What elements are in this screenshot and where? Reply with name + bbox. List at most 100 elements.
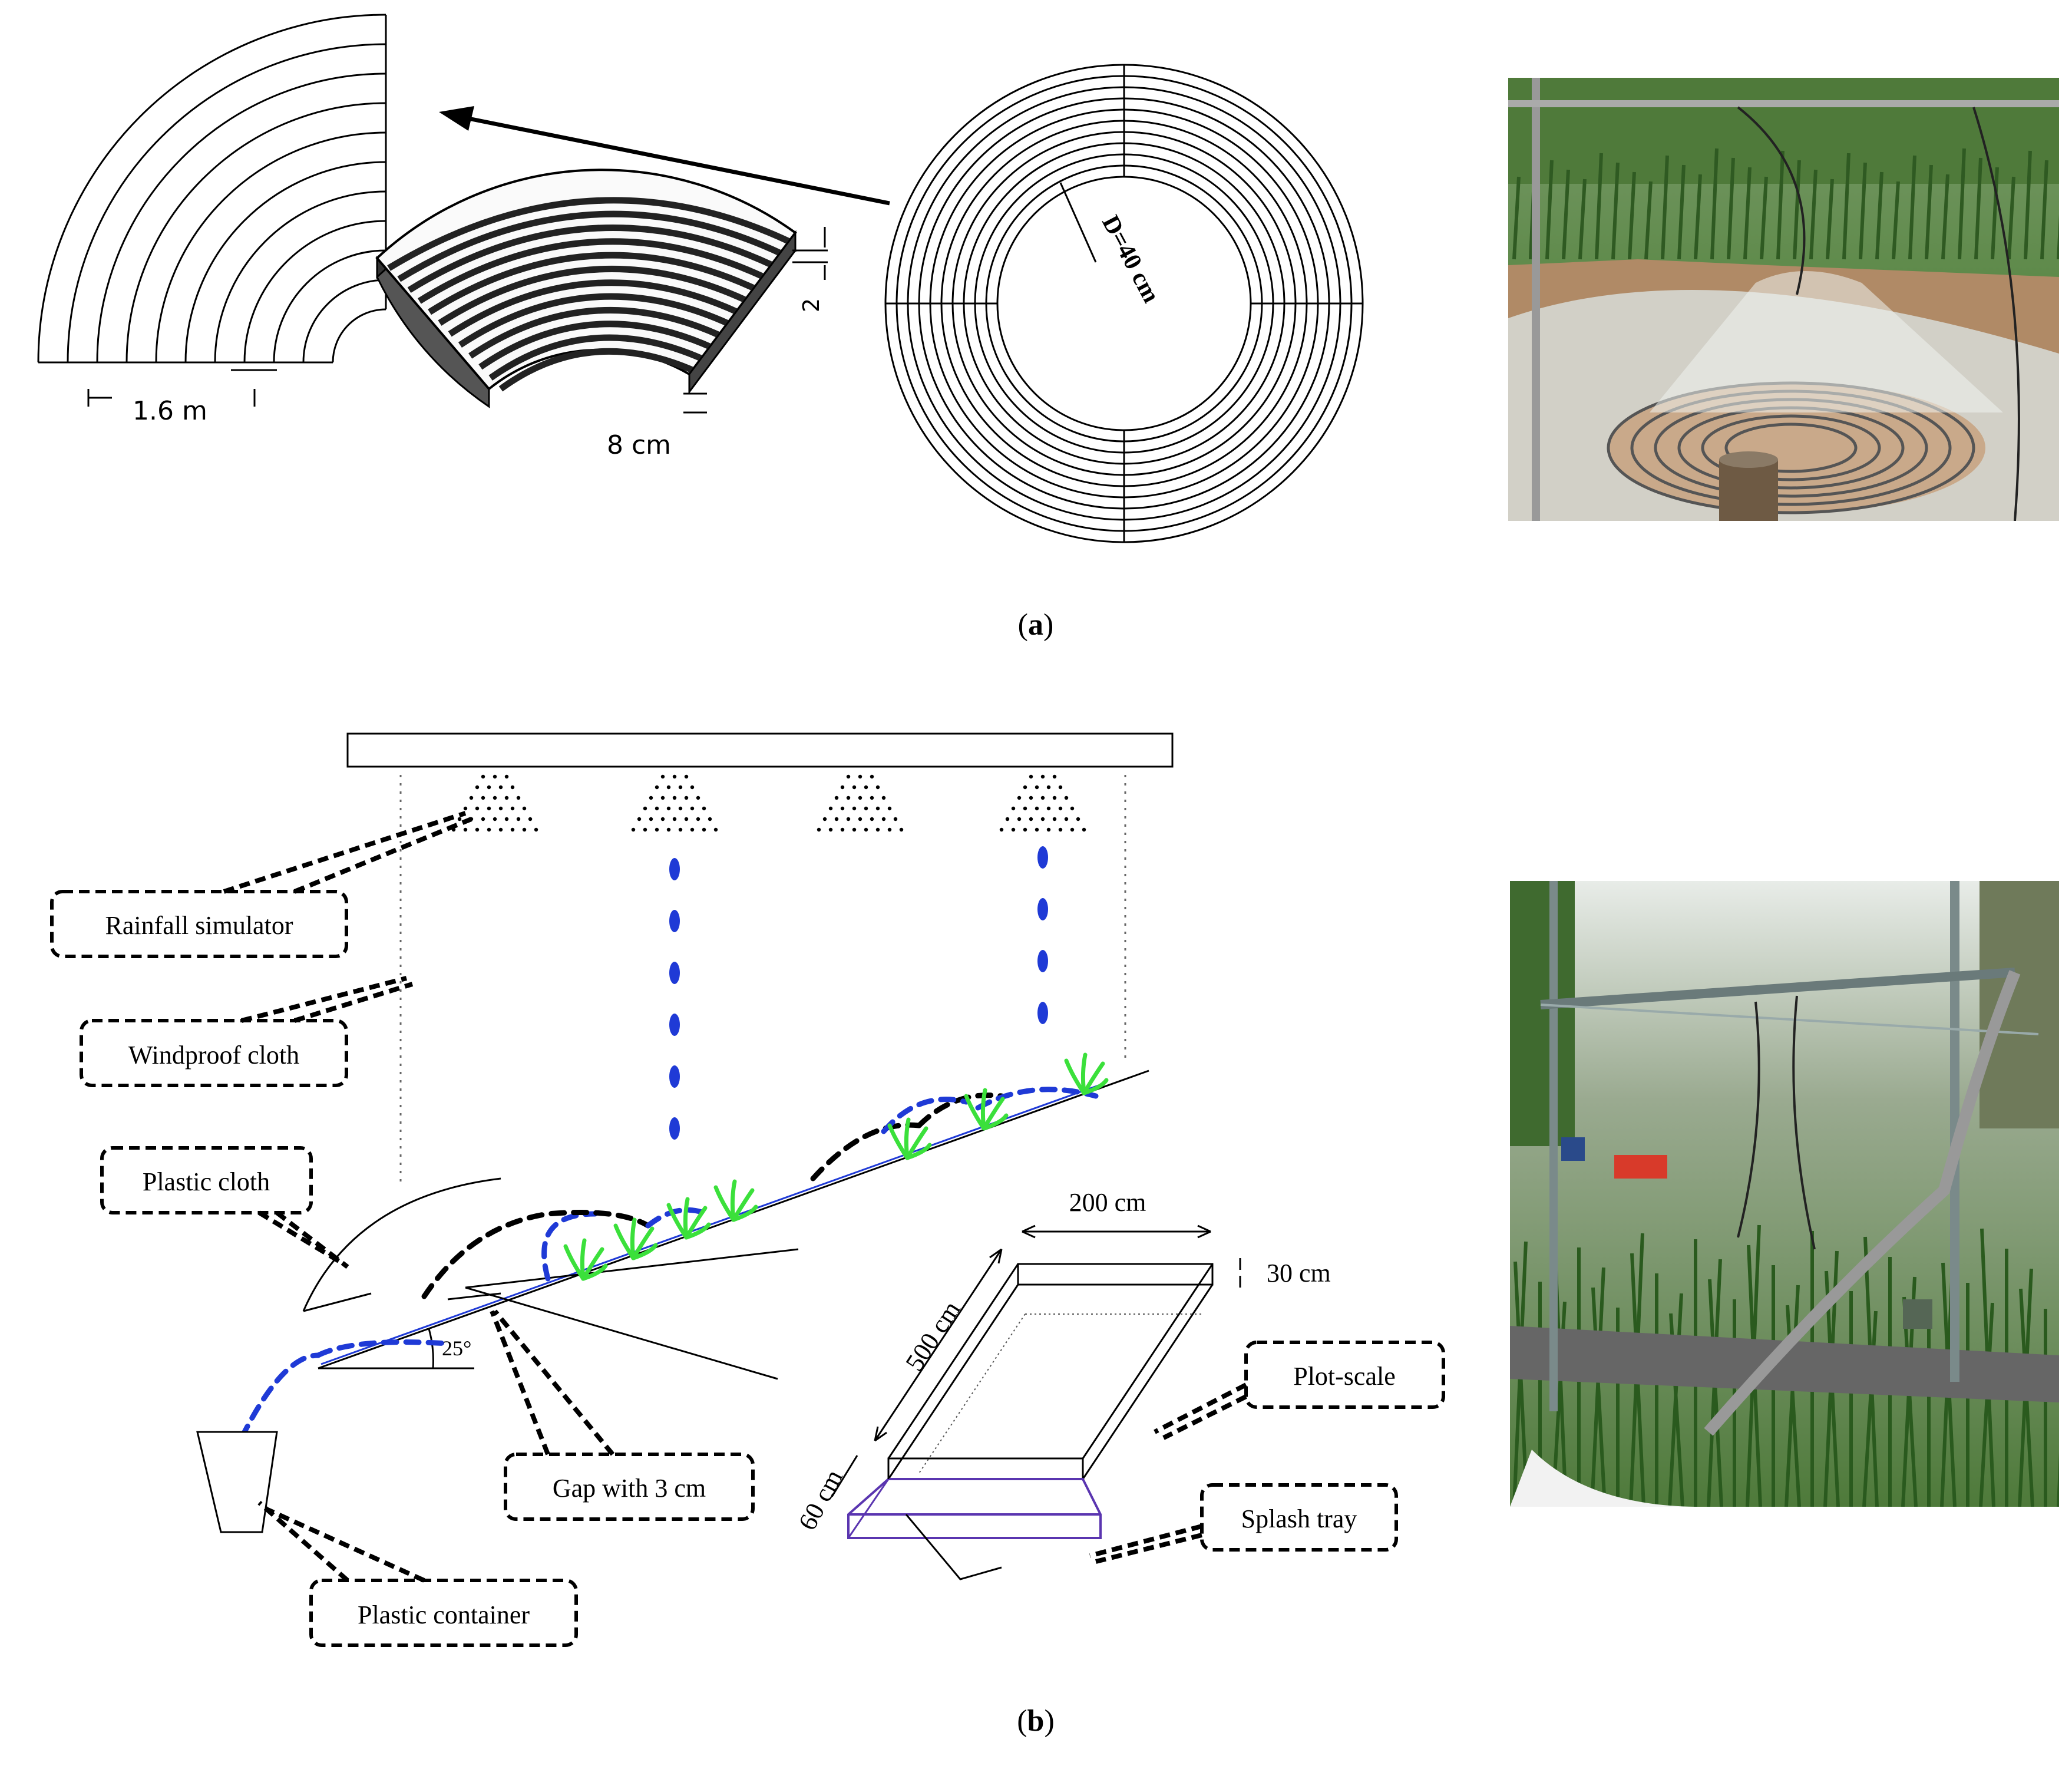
crop-stalk bbox=[1661, 155, 1669, 260]
nozzle-dot bbox=[852, 806, 857, 811]
weed-stalk bbox=[1902, 1296, 1918, 1507]
nozzle-dot bbox=[1052, 817, 1057, 821]
nozzle-dot bbox=[493, 817, 497, 821]
nozzle-dot bbox=[660, 817, 665, 821]
circular-splash-board bbox=[884, 64, 1364, 543]
nozzle-dot bbox=[1023, 785, 1027, 790]
disc-ring bbox=[951, 131, 1297, 476]
board-groove bbox=[498, 348, 697, 392]
weed-stalk bbox=[1979, 1302, 1994, 1507]
nozzle-dot bbox=[475, 785, 480, 790]
crop-stalk bbox=[1974, 157, 1982, 260]
nozzle-dot bbox=[696, 817, 700, 821]
nozzle-dot bbox=[999, 827, 1004, 832]
nozzle-dot bbox=[666, 806, 671, 811]
gap-lines bbox=[447, 1248, 799, 1380]
nozzle-dot bbox=[463, 827, 468, 832]
nozzle-dot bbox=[1029, 817, 1033, 821]
nozzle-dot bbox=[1011, 806, 1016, 811]
nozzle-dot bbox=[1082, 827, 1086, 832]
nozzle-dot bbox=[899, 827, 904, 832]
nozzle-dot bbox=[887, 827, 892, 832]
nozzle-dot bbox=[1052, 774, 1057, 779]
crop-stalk bbox=[2024, 150, 2032, 260]
nozzle-dot bbox=[1064, 796, 1069, 800]
grass-tuft bbox=[666, 1197, 711, 1240]
width-dimension bbox=[87, 369, 277, 407]
nozzle-dot bbox=[1046, 785, 1051, 790]
nozzle-dot bbox=[672, 774, 677, 779]
svg-text:Windproof cloth: Windproof cloth bbox=[128, 1041, 299, 1070]
nozzle-dot bbox=[840, 785, 845, 790]
callout-gap: Gap with 3 cm bbox=[490, 1309, 755, 1521]
nozzle-dot bbox=[516, 817, 521, 821]
nozzle-dot bbox=[846, 817, 851, 821]
nozzle-dot bbox=[858, 796, 862, 800]
disc-ring bbox=[985, 164, 1263, 443]
nozzle-dot bbox=[660, 774, 665, 779]
nozzle-dot bbox=[481, 796, 485, 800]
nozzle-dot bbox=[708, 817, 712, 821]
nozzle-dot bbox=[870, 796, 874, 800]
nozzle-dot bbox=[510, 827, 515, 832]
nozzle-dot bbox=[875, 827, 880, 832]
crop-stalk bbox=[2057, 214, 2059, 260]
nozzle-dot bbox=[631, 827, 636, 832]
plastic-cloth-edge bbox=[303, 1292, 372, 1312]
splash-trajectory bbox=[541, 1211, 598, 1282]
nozzle-dot bbox=[475, 827, 480, 832]
nozzle-dot bbox=[534, 827, 538, 832]
rain-drop bbox=[669, 858, 680, 880]
weed-stalk bbox=[1591, 1287, 1607, 1507]
svg-text:Rainfall simulator: Rainfall simulator bbox=[105, 911, 293, 940]
callout-rainfall-simulator: Rainfall simulator bbox=[50, 811, 472, 958]
nozzle-dot bbox=[1058, 827, 1063, 832]
nozzle-dot bbox=[463, 806, 468, 811]
nozzle-dot bbox=[528, 817, 533, 821]
nozzle-dot bbox=[1052, 796, 1057, 800]
nozzle-dot bbox=[817, 827, 821, 832]
crop-stalk bbox=[1710, 148, 1719, 260]
crop-stalk bbox=[1826, 179, 1834, 260]
nozzle-dot bbox=[678, 806, 683, 811]
board-groove bbox=[397, 210, 782, 282]
nozzle-dot bbox=[864, 806, 868, 811]
nozzle-dot bbox=[660, 796, 665, 800]
callout-splash-tray: Splash tray bbox=[1089, 1483, 1398, 1564]
nozzles bbox=[451, 774, 1086, 832]
nozzle-dot bbox=[1070, 827, 1075, 832]
board-groove bbox=[448, 279, 740, 337]
radius-line bbox=[1059, 182, 1097, 263]
crop-stalk bbox=[1809, 169, 1817, 260]
photo-ring bbox=[1701, 414, 1881, 481]
splash-trajectory bbox=[916, 1093, 1004, 1128]
nozzle-dot bbox=[684, 817, 689, 821]
quarter-ring bbox=[155, 131, 386, 363]
crop-stalk bbox=[1941, 174, 1949, 260]
nozzle-dot bbox=[684, 796, 689, 800]
board-groove bbox=[417, 238, 765, 304]
nozzle-dot bbox=[1064, 817, 1069, 821]
nozzle-dot bbox=[1046, 806, 1051, 811]
nozzle-dot bbox=[475, 806, 480, 811]
depth-label: 8 cm bbox=[607, 430, 671, 460]
nozzle-dot bbox=[828, 827, 833, 832]
nozzle-dot bbox=[643, 827, 647, 832]
splash-trajectory bbox=[421, 1210, 651, 1299]
crop-stalk bbox=[1908, 155, 1916, 260]
nozzle-dot bbox=[875, 785, 880, 790]
nozzle-dot bbox=[666, 827, 671, 832]
nozzle-dot bbox=[655, 785, 659, 790]
rain-drop bbox=[1037, 898, 1048, 920]
crop-stalk bbox=[1694, 174, 1702, 260]
nozzle-dot bbox=[469, 796, 474, 800]
nozzle-dot bbox=[887, 806, 892, 811]
nozzle-dot bbox=[522, 827, 527, 832]
nozzle-dot bbox=[840, 806, 845, 811]
rain-drops bbox=[669, 846, 1048, 1140]
nozzle-dot bbox=[493, 774, 497, 779]
crop-stalk bbox=[1892, 181, 1900, 260]
nozzle-dot bbox=[846, 774, 851, 779]
depth-dimension bbox=[683, 392, 707, 414]
svg-text:Plastic container: Plastic container bbox=[358, 1600, 530, 1629]
